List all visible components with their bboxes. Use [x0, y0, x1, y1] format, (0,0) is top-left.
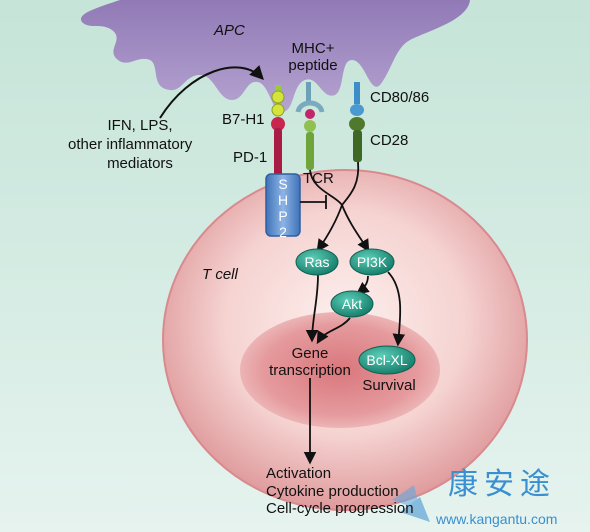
cd28-receptor [349, 117, 365, 162]
effect-activation: Activation [266, 465, 332, 482]
akt-label: Akt [341, 296, 363, 312]
nucleus [240, 312, 440, 428]
effect-cellcycle: Cell-cycle progression [266, 500, 414, 517]
apc-label: APC [214, 22, 245, 39]
shp2-box [265, 173, 301, 237]
tcr-receptor [304, 120, 316, 170]
effect-cytokine: Cytokine production [266, 483, 399, 500]
cd28-label: CD28 [370, 132, 409, 149]
bclxl-label: Bcl-XL [366, 352, 408, 368]
survival-label: Survival [362, 377, 416, 394]
arrow-ras-to-gene [305, 274, 319, 343]
arrow-akt-to-gene [316, 317, 351, 345]
cd80-86-label: CD80/86 [370, 89, 430, 106]
gene-label-line1: Gene [291, 345, 329, 362]
tcr-line [309, 169, 343, 206]
b7h1-label: B7-H1 [222, 111, 265, 128]
tcr-label: TCR [303, 170, 334, 187]
pd1-receptor [271, 117, 285, 176]
mhc-peptide-ligand [295, 82, 325, 119]
stimuli-line3: mediators [107, 155, 173, 172]
gene-label-line2: transcription [269, 362, 351, 379]
arrow-pi3k-to-bclxl [387, 271, 406, 347]
shp2-inhibition [300, 195, 327, 209]
stimuli-line1: IFN, LPS, [107, 117, 173, 134]
ras-label: Ras [304, 254, 330, 270]
b7h1-ligand [271, 85, 285, 117]
arrow-to-ras [316, 204, 343, 253]
cd80-86-ligand [350, 82, 364, 116]
apc-cell [80, 0, 471, 113]
arrow-to-pi3k [341, 204, 370, 253]
ras-node [295, 248, 339, 276]
tcell-label: T cell [202, 266, 238, 283]
pi3k-label: PI3K [356, 254, 388, 270]
pi3k-node [349, 248, 395, 276]
shp2-label: SHP2 [275, 176, 291, 240]
cd28-line [341, 161, 360, 206]
stimuli-arrow [159, 65, 264, 119]
pd1-label: PD-1 [233, 149, 268, 166]
akt-node [330, 290, 374, 318]
stimuli-line2: other inflammatory [68, 136, 193, 153]
watermark-logo [392, 485, 430, 522]
watermark-url[interactable]: www.kangantu.com [436, 511, 558, 527]
bclxl-node [358, 345, 416, 375]
mhc-label-line1: MHC+ [291, 40, 335, 57]
watermark-chinese: 康安途 [448, 467, 556, 502]
mhc-label-line2: peptide [288, 57, 338, 74]
